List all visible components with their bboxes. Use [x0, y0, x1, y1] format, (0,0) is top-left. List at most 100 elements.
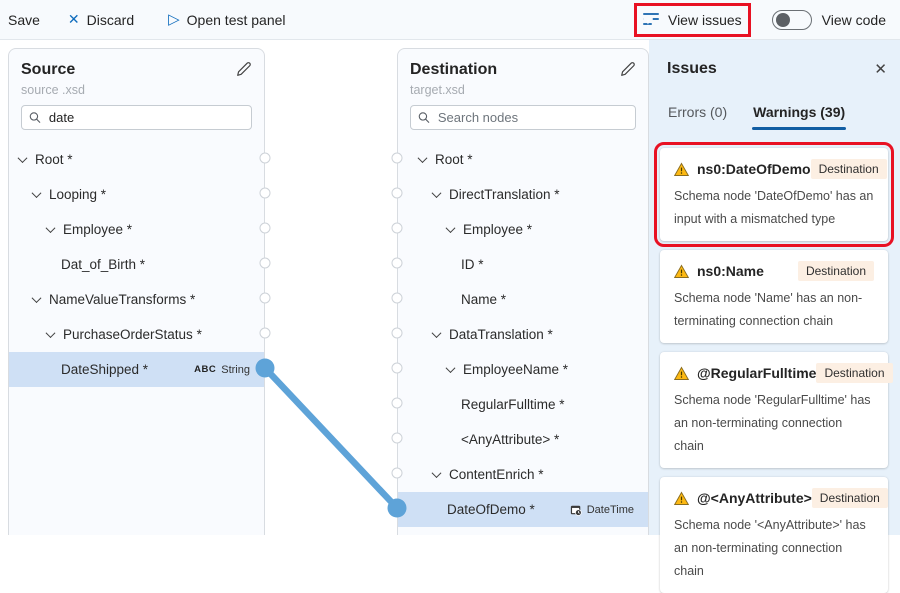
chevron-down-icon[interactable]	[431, 328, 442, 339]
connection-point[interactable]	[259, 152, 271, 164]
view-issues-button[interactable]: ! View issues	[634, 2, 751, 37]
tree-node-root[interactable]: Root *	[9, 142, 264, 177]
tree-node-label: Name *	[461, 292, 507, 307]
chevron-down-icon[interactable]	[31, 293, 42, 304]
tree-node-purchaseorderstatus[interactable]: PurchaseOrderStatus *	[9, 317, 264, 352]
warning-title-row: ns0:Name	[674, 263, 764, 279]
connection-line[interactable]	[261, 364, 401, 512]
edit-destination-schema-button[interactable]	[619, 61, 636, 81]
connection-point[interactable]	[391, 397, 403, 409]
pencil-icon	[237, 62, 251, 76]
save-button[interactable]: Save	[8, 12, 40, 28]
connection-point-connected[interactable]	[255, 358, 275, 378]
tree-node-label: RegularFulltime *	[461, 397, 565, 412]
tree-node-looping[interactable]: Looping *	[9, 177, 264, 212]
tree-node-contentenrich[interactable]: ContentEnrich *	[398, 457, 648, 492]
tab-warnings[interactable]: Warnings (39)	[752, 104, 847, 130]
warning-icon	[674, 162, 689, 176]
connection-point[interactable]	[259, 327, 271, 339]
tree-node-label: <AnyAttribute> *	[461, 432, 560, 447]
connection-point[interactable]	[391, 467, 403, 479]
tree-node-label: Employee *	[63, 222, 133, 237]
warning-message: Schema node 'RegularFulltime' has an non…	[674, 393, 871, 453]
issues-panel: Issues ✕ Errors (0) Warnings (39) ns0:Da…	[649, 40, 900, 593]
tab-errors[interactable]: Errors (0)	[667, 104, 728, 130]
warning-title: ns0:Name	[697, 263, 764, 279]
connection-point-connected[interactable]	[387, 498, 407, 518]
data-type-badge: DateTime	[570, 504, 634, 516]
tree-node-anyattribute[interactable]: <AnyAttribute> *	[398, 422, 648, 457]
connection-point[interactable]	[391, 292, 403, 304]
source-tree: Root * Looping * Employee * Dat_of_Birth * N…	[9, 142, 264, 387]
connection-point[interactable]	[391, 152, 403, 164]
warning-card-header: @<AnyAttribute>Destination	[674, 488, 888, 508]
tree-node-namevaluetransforms[interactable]: NameValueTransforms *	[9, 282, 264, 317]
issues-list-icon: !	[642, 12, 661, 28]
info-badge-icon: !	[642, 18, 653, 28]
tree-node-id[interactable]: ID *	[398, 247, 648, 282]
discard-button[interactable]: ✕ Discard	[68, 11, 134, 28]
tree-node-dateofdemo[interactable]: DateOfDemo *DateTime	[398, 492, 648, 527]
chevron-down-icon[interactable]	[417, 153, 428, 164]
chevron-down-icon[interactable]	[431, 468, 442, 479]
tree-node-root[interactable]: Root *	[398, 142, 648, 177]
discard-label: Discard	[86, 11, 135, 28]
chevron-down-icon[interactable]	[431, 188, 442, 199]
tree-node-label: EmployeeName *	[463, 362, 569, 377]
warning-title: ns0:DateOfDemo	[697, 161, 811, 177]
warning-message: Schema node 'DateOfDemo' has an input wi…	[674, 189, 874, 226]
tree-node-employee[interactable]: Employee *	[398, 212, 648, 247]
close-icon[interactable]: ✕	[874, 61, 887, 78]
edit-source-schema-button[interactable]	[235, 61, 252, 81]
connection-point[interactable]	[391, 222, 403, 234]
open-test-panel-button[interactable]: ▷ Open test panel	[168, 12, 285, 28]
connection-point[interactable]	[259, 222, 271, 234]
chevron-down-icon[interactable]	[45, 328, 56, 339]
connection-point[interactable]	[391, 257, 403, 269]
tree-node-label: ContentEnrich *	[449, 467, 544, 482]
tree-node-label: DateShipped *	[61, 362, 149, 377]
connection-point[interactable]	[391, 327, 403, 339]
connection-point[interactable]	[391, 362, 403, 374]
type-badge-label: DateTime	[586, 503, 634, 516]
tree-node-employeename[interactable]: EmployeeName *	[398, 352, 648, 387]
chevron-down-icon[interactable]	[31, 188, 42, 199]
tree-node-label: Employee *	[463, 222, 533, 237]
tree-node-dat-of-birth[interactable]: Dat_of_Birth *	[9, 247, 264, 282]
search-icon	[418, 112, 430, 123]
tree-node-label: Root *	[35, 152, 73, 167]
abc-icon: ABC	[194, 364, 217, 375]
chevron-down-icon[interactable]	[45, 223, 56, 234]
tree-node-name[interactable]: Name *	[398, 282, 648, 317]
tree-node-directtranslation[interactable]: DirectTranslation *	[398, 177, 648, 212]
connection-point[interactable]	[391, 432, 403, 444]
destination-tree: Root *DirectTranslation * Employee * ID * N…	[398, 142, 648, 527]
tree-node-employee[interactable]: Employee *	[9, 212, 264, 247]
tree-node-label: Dat_of_Birth *	[61, 257, 146, 272]
issues-tabs: Errors (0) Warnings (39)	[667, 104, 847, 130]
source-file-name: source .xsd	[21, 83, 85, 97]
warning-title-row: ns0:DateOfDemo	[674, 161, 811, 177]
source-search-input[interactable]	[46, 109, 244, 126]
tree-node-regularfulltime[interactable]: RegularFulltime *	[398, 387, 648, 422]
warning-message: Schema node 'Name' has an non-terminatin…	[674, 291, 863, 328]
chevron-down-icon[interactable]	[445, 363, 456, 374]
mapper-canvas: Source source .xsd Root *Looping *Employ…	[0, 40, 900, 593]
chevron-down-icon[interactable]	[445, 223, 456, 234]
destination-search-input[interactable]	[435, 109, 628, 126]
connection-point[interactable]	[259, 292, 271, 304]
chevron-down-icon[interactable]	[17, 153, 28, 164]
connection-point[interactable]	[259, 257, 271, 269]
view-code-toggle[interactable]	[771, 9, 812, 30]
tree-node-datatranslation[interactable]: DataTranslation *	[398, 317, 648, 352]
connection-point[interactable]	[391, 187, 403, 199]
connection-point[interactable]	[259, 187, 271, 199]
